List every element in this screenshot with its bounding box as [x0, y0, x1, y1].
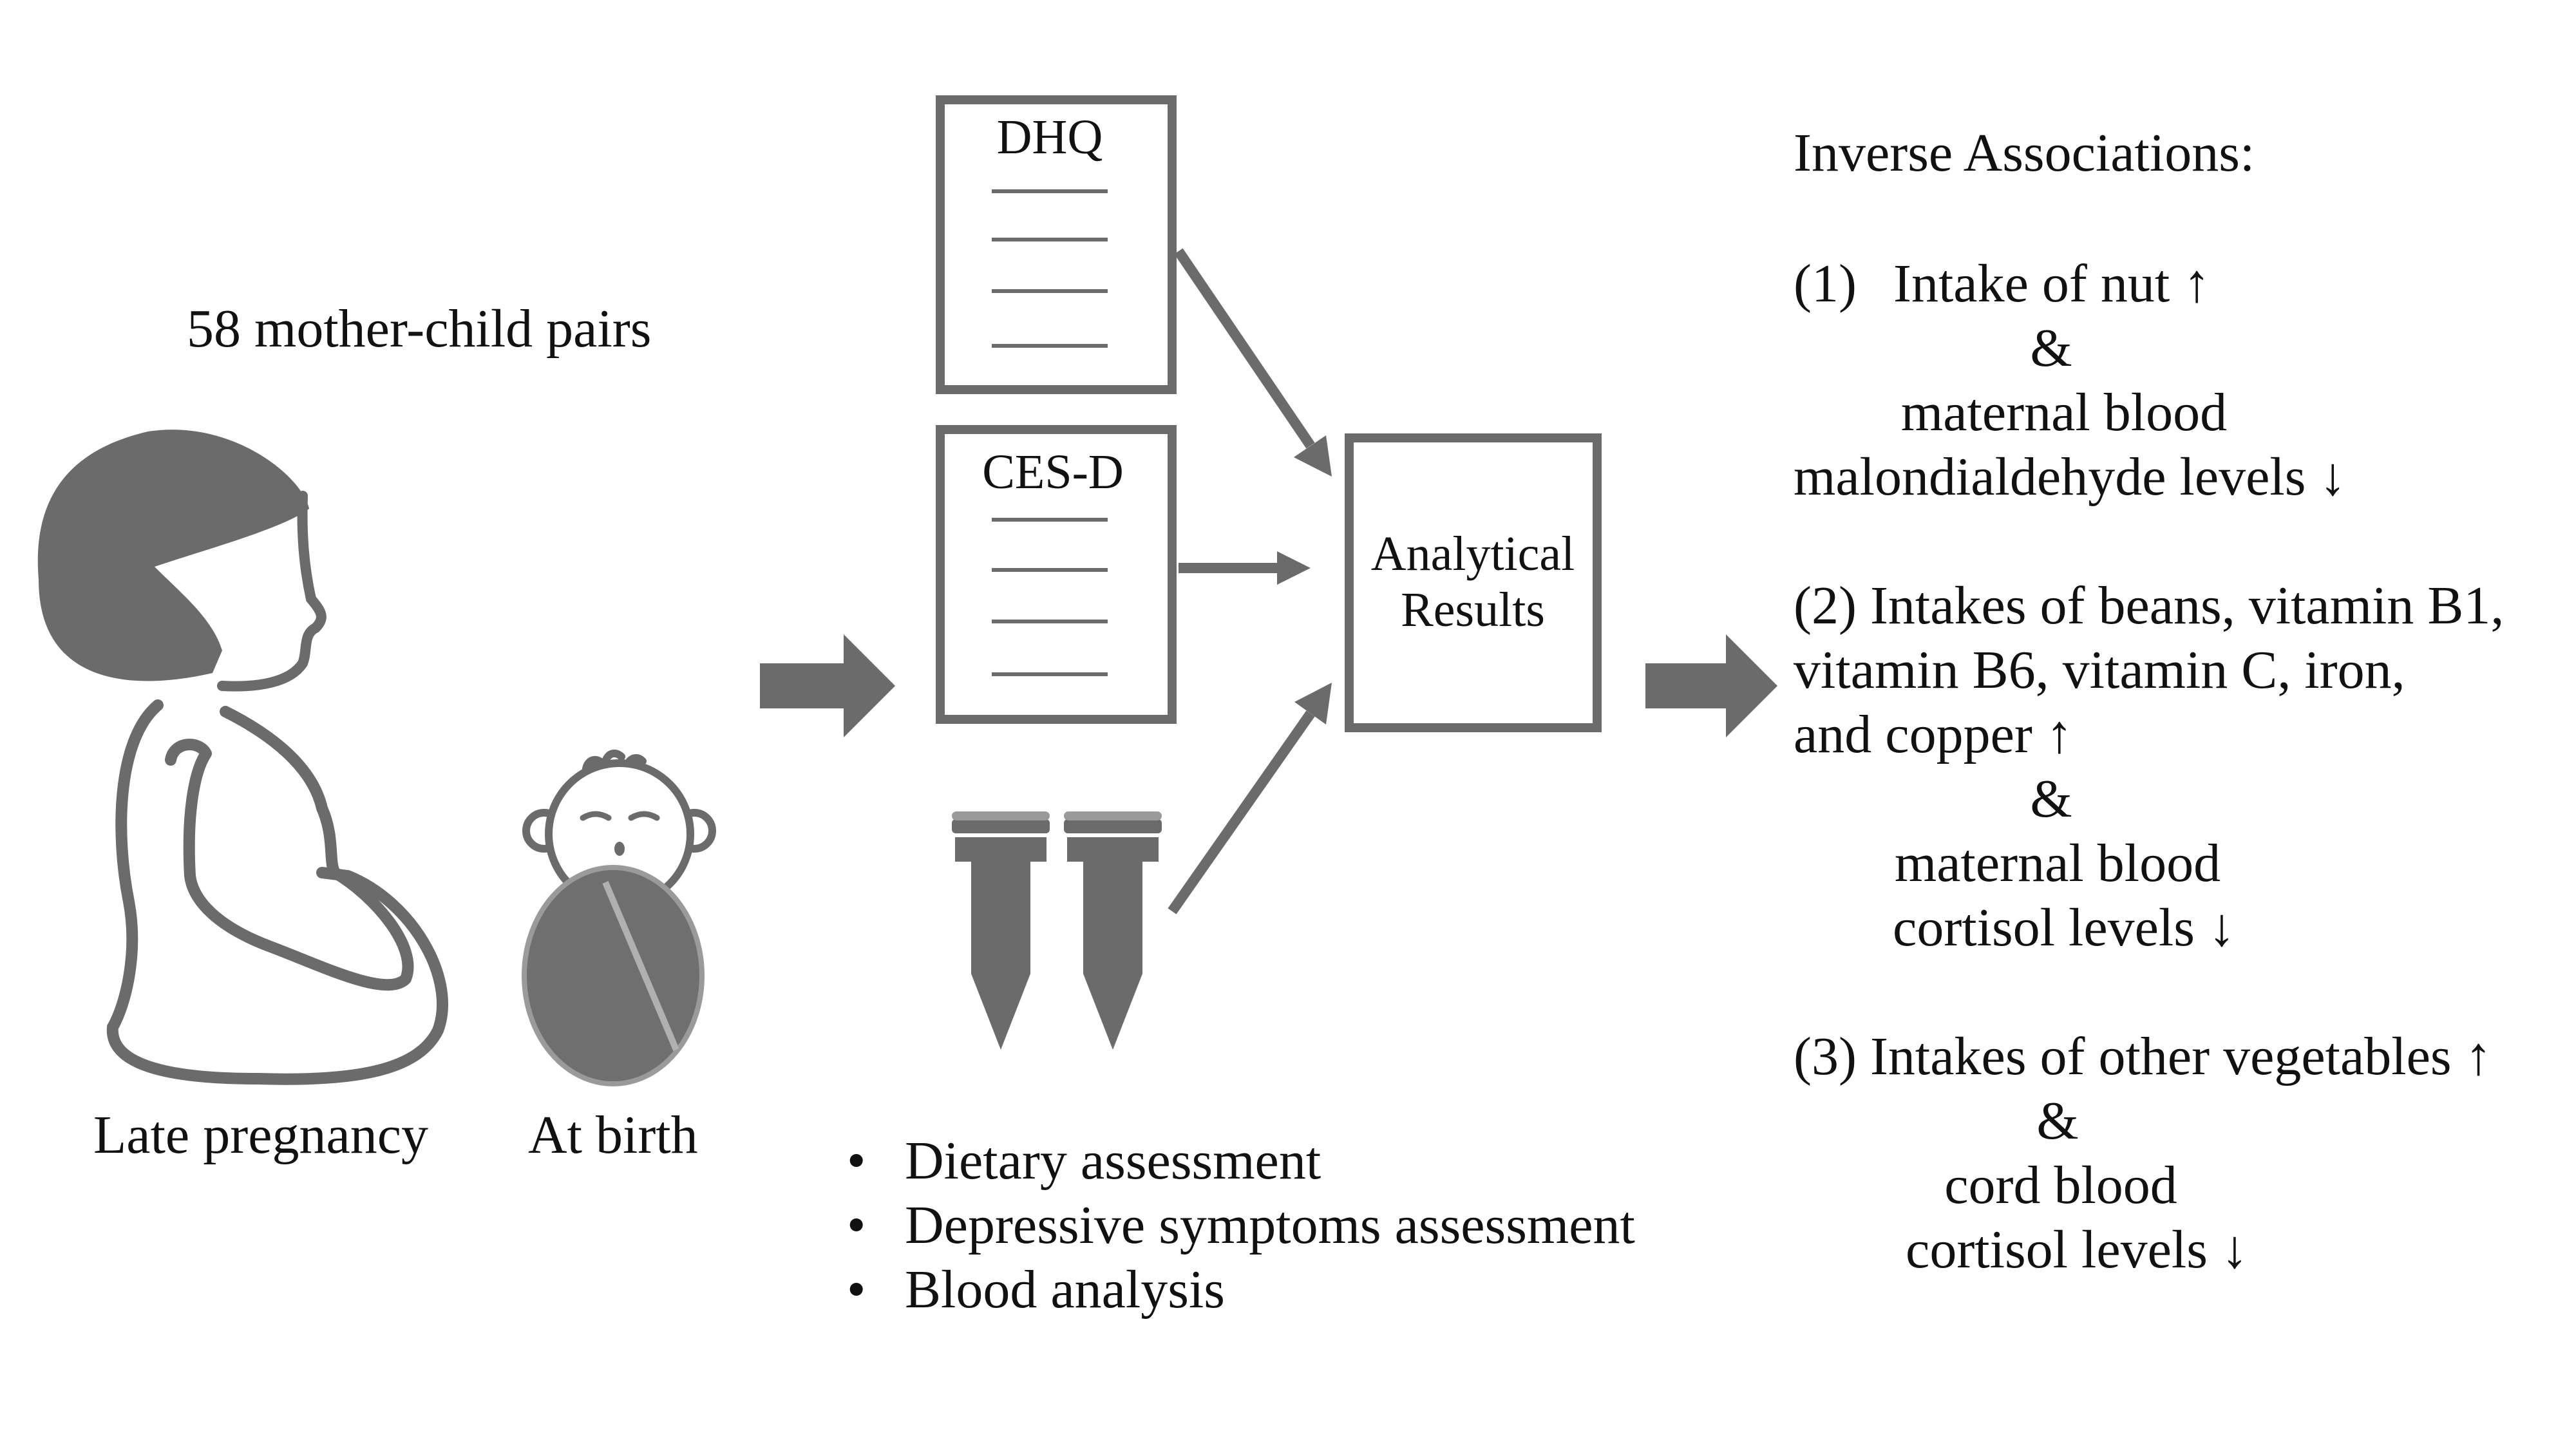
- dhq-title: DHQ: [997, 110, 1103, 164]
- item3-line-1: (3) Intakes of other vegetables ↑: [1794, 1027, 2492, 1086]
- item2-line-3: and copper ↑: [1794, 705, 2073, 764]
- newborn-baby-icon: [522, 749, 716, 1086]
- analytical-results-box: [1345, 433, 1602, 732]
- item2-line-2: vitamin B6, vitamin C, iron,: [1794, 640, 2405, 700]
- item1-ampersand: &: [2030, 318, 2072, 378]
- item3-line-3: cortisol levels ↓: [1906, 1220, 2248, 1280]
- cesd-title: CES-D: [982, 445, 1124, 499]
- item3-ampersand: &: [2036, 1091, 2078, 1151]
- results-line-2: Results: [1401, 583, 1545, 637]
- item1-number: (1): [1794, 254, 1857, 314]
- bullet-3-text: Blood analysis: [905, 1260, 1225, 1320]
- baby-label: At birth: [528, 1105, 698, 1165]
- item2-ampersand: &: [2030, 769, 2072, 829]
- cesd-document-icon: [936, 425, 1177, 724]
- flow-arrow-right-2: [1645, 634, 1777, 737]
- connector-arrows: [1168, 248, 1332, 914]
- item3-line-2: cord blood: [1944, 1155, 2177, 1215]
- bullet-1-marker: •: [847, 1131, 866, 1191]
- item2-line-1: (2) Intakes of beans, vitamin B1,: [1794, 576, 2504, 636]
- item1-line-3: malondialdehyde levels ↓: [1794, 447, 2346, 507]
- item1-line-1: Intake of nut ↑: [1893, 254, 2210, 314]
- results-line-1: Analytical: [1371, 527, 1575, 581]
- findings-heading: Inverse Associations:: [1794, 123, 2255, 183]
- bullet-2-marker: •: [847, 1195, 866, 1255]
- bullet-2-text: Depressive symptoms assessment: [905, 1195, 1635, 1255]
- bullet-1-text: Dietary assessment: [905, 1131, 1321, 1191]
- population-title: 58 mother-child pairs: [187, 299, 651, 359]
- pregnant-mother-icon: [37, 430, 448, 1085]
- dhq-document-icon: [936, 95, 1177, 394]
- flow-arrow-right-1: [760, 634, 895, 737]
- item2-line-4: maternal blood: [1895, 833, 2221, 893]
- item2-line-5: cortisol levels ↓: [1893, 898, 2235, 958]
- item1-line-2: maternal blood: [1901, 383, 2227, 442]
- blood-tubes-icon: [952, 811, 1162, 1050]
- bullet-3-marker: •: [847, 1260, 866, 1320]
- mother-label: Late pregnancy: [93, 1105, 428, 1165]
